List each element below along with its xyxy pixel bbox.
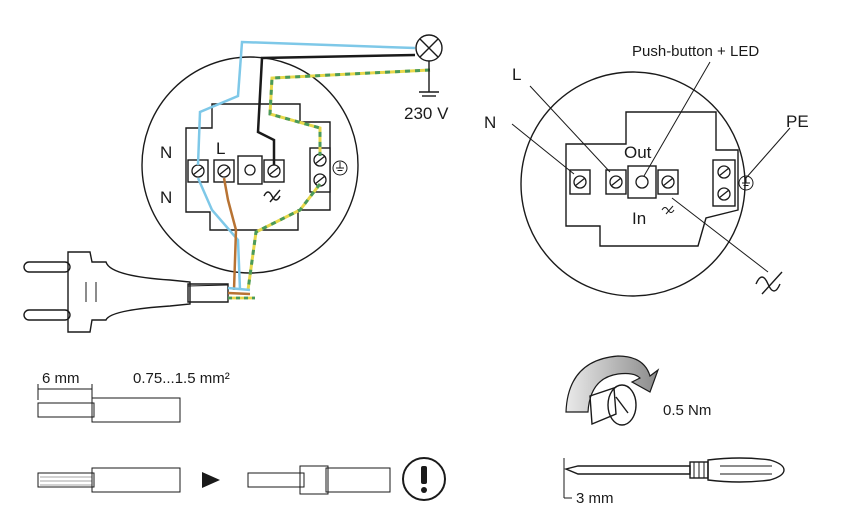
- lamp-voltage-label: 230 V: [404, 104, 449, 123]
- switch-symbol-icon: [263, 189, 281, 203]
- right-socket-body: [565, 111, 739, 247]
- label-l: L: [216, 139, 225, 158]
- torque-instruction: 0.5 Nm: [565, 355, 711, 426]
- lamp-icon: [415, 34, 443, 97]
- label-n-top: N: [160, 143, 172, 162]
- terminal-block: [187, 147, 348, 203]
- label-in: In: [632, 209, 646, 228]
- phase-wire: [256, 53, 416, 165]
- right-terminal-diagram: Push-button + LED L N PE Out In: [484, 43, 809, 297]
- strip-length-label: 6 mm: [42, 370, 80, 387]
- switched-wire: [222, 177, 238, 291]
- large-switch-symbol-icon: [755, 271, 783, 295]
- right-earth-icon: [738, 175, 754, 191]
- cross-section-label: 0.75...1.5 mm²: [133, 370, 230, 387]
- screwdriver-instruction: 3 mm: [563, 457, 785, 507]
- arrow-right-icon: [202, 472, 220, 488]
- plug-icon: [23, 251, 191, 333]
- wire-strip-instruction: 6 mm 0.75...1.5 mm²: [37, 370, 230, 423]
- supply-cable: [187, 283, 255, 303]
- warning-icon: [402, 457, 446, 501]
- ferrule-instruction: [37, 457, 446, 501]
- screw-icon: [589, 384, 637, 426]
- right-label-l: L: [512, 65, 521, 84]
- label-push-button: Push-button + LED: [632, 43, 759, 60]
- label-n-bottom: N: [160, 188, 172, 207]
- left-wiring-diagram: 230 V N N L: [23, 34, 449, 333]
- small-switch-symbol-icon: [661, 205, 675, 215]
- blade-width-label: 3 mm: [576, 490, 614, 507]
- right-label-n: N: [484, 113, 496, 132]
- right-label-pe: PE: [786, 112, 809, 131]
- label-out: Out: [624, 143, 652, 162]
- torque-label: 0.5 Nm: [663, 402, 711, 419]
- screwdriver-icon: [563, 457, 785, 499]
- earth-wire: [246, 68, 431, 291]
- earth-icon: [332, 160, 348, 176]
- right-terminal-block: [569, 159, 754, 215]
- torque-arrow-icon: [565, 355, 660, 413]
- right-mounting-circle: [520, 71, 746, 297]
- neutral-wire: [196, 40, 416, 291]
